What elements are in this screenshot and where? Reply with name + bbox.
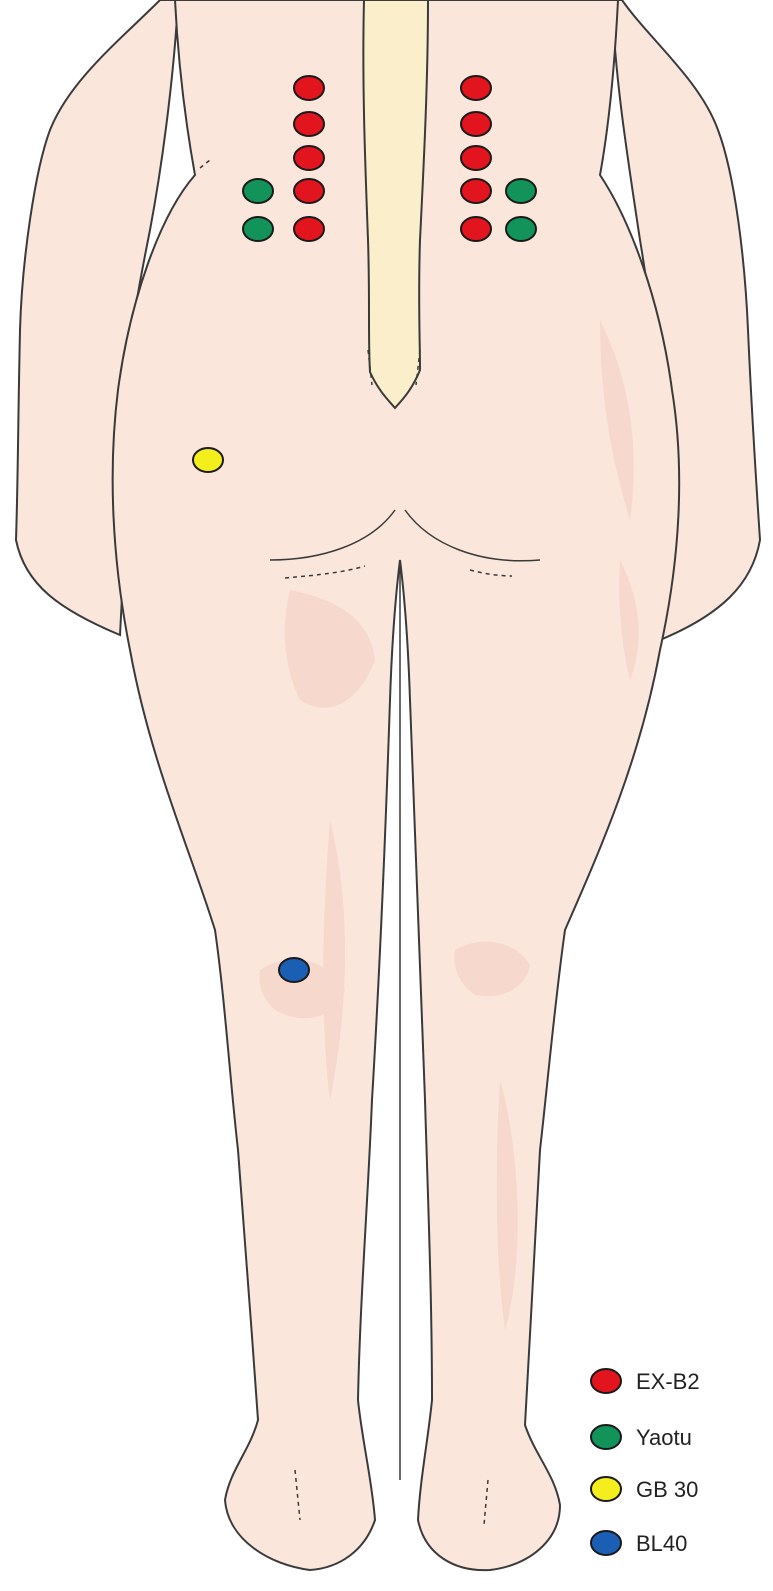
- acupoint-ex-b2-left-1: [294, 76, 324, 100]
- legend-label: GB 30: [636, 1477, 698, 1502]
- acupoint-gb30-left: [193, 448, 223, 472]
- acupoint-yaotu-left-4: [243, 179, 273, 203]
- legend-item-bl40: BL40: [591, 1531, 687, 1556]
- acupoint-ex-b2-right-5: [461, 217, 491, 241]
- legend: EX-B2Yaotu GB 30 BL40: [591, 1369, 700, 1556]
- legend-swatch: [591, 1369, 621, 1393]
- legend-swatch: [591, 1477, 621, 1501]
- acupoint-ex-b2-left-3: [294, 146, 324, 170]
- legend-item-ex-b2: EX-B2: [591, 1369, 700, 1394]
- legend-label: EX-B2: [636, 1369, 700, 1394]
- legend-swatch: [591, 1531, 621, 1555]
- legend-item-yaotu: Yaotu: [591, 1425, 692, 1450]
- spine-band: [363, 0, 428, 408]
- acupoint-ex-b2-right-2: [461, 112, 491, 136]
- legend-label: Yaotu: [636, 1425, 692, 1450]
- acupoint-ex-b2-right-3: [461, 146, 491, 170]
- legend-swatch: [591, 1425, 621, 1449]
- acupoint-ex-b2-right-1: [461, 76, 491, 100]
- acupoint-ex-b2-right-4: [461, 179, 491, 203]
- acupoint-ex-b2-left-4: [294, 179, 324, 203]
- acupoint-yaotu-left-5: [243, 217, 273, 241]
- acupoint-ex-b2-left-2: [294, 112, 324, 136]
- acupoint-yaotu-right-5: [506, 217, 536, 241]
- acupoint-bl40-left: [279, 958, 309, 982]
- acupoint-yaotu-right-4: [506, 179, 536, 203]
- legend-item-gb30: GB 30: [591, 1477, 698, 1502]
- acupoint-ex-b2-left-5: [294, 217, 324, 241]
- legend-label: BL40: [636, 1531, 687, 1556]
